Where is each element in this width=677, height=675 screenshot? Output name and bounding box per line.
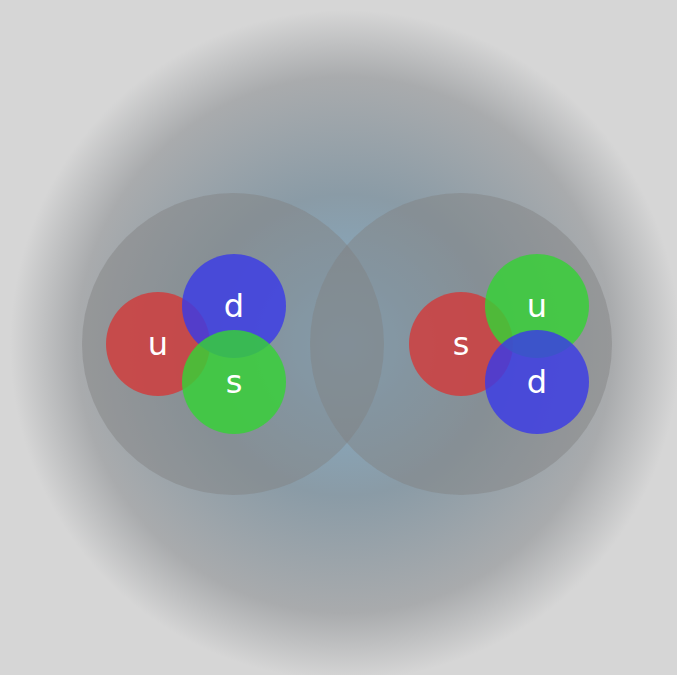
quark-disc (485, 330, 589, 434)
quark-circle: s (182, 330, 286, 434)
quark-label: s (182, 330, 286, 434)
baryon-circle (310, 193, 612, 495)
quark-circle: d (485, 330, 589, 434)
glow-cloud (10, 10, 677, 675)
quark-disc (182, 330, 286, 434)
quark-label: d (485, 330, 589, 434)
